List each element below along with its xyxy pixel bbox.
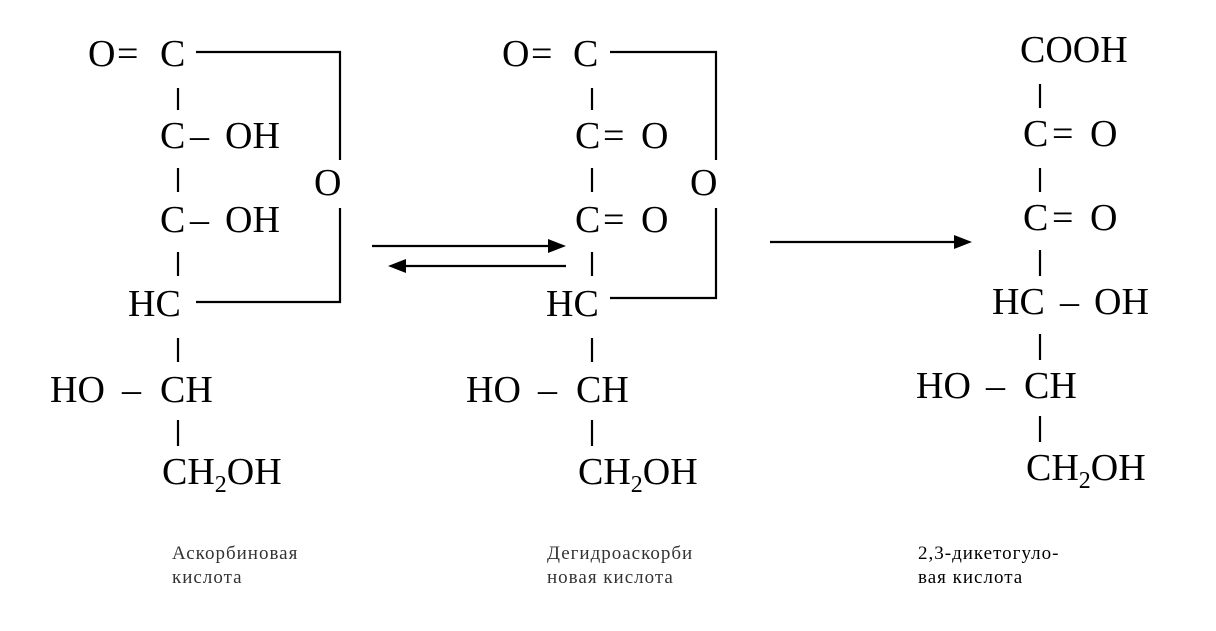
keto-oxygen: O [1090,197,1117,239]
carbon-3: C [575,199,600,241]
carbon-4-hc: HC [546,283,599,325]
hydroxyl-ho: HO [916,365,971,407]
hydroxyl-ho: HO [466,369,521,411]
bond-dash: – [537,369,558,411]
oh-label: OH [1091,447,1146,489]
caption-line-1: Аскорбиновая [172,543,299,564]
bond-dash: – [1059,281,1080,323]
ring-oxygen: O [690,162,717,204]
hydrolysis-arrow [770,235,972,249]
ch-label: CH [1026,447,1079,489]
hydroxyl-group: OH [225,199,280,241]
hydroxyl-group: OH [225,115,280,157]
ring-bond-bottom [196,208,342,304]
bond-dash: – [121,369,142,411]
caption-line-2: новая кислота [547,567,674,588]
carbon-4-hc: HC [992,281,1045,323]
carbon-6-ch2oh: CH2OH [578,451,698,498]
keto-oxygen: O [641,115,668,157]
carbon-5-ch: CH [576,369,629,411]
ring-bond-top [196,50,342,160]
diketogulonic-acid-structure: COOH C = O C = O HC – OH HO – CH CH2OH [916,29,1149,494]
double-bond: = [1052,113,1073,155]
double-bond: = [603,115,624,157]
double-bond: = [531,33,552,75]
carbon-5-ch: CH [1024,365,1077,407]
arrowhead [954,235,972,249]
carbon-2: C [1023,113,1048,155]
caption-line-2: кислота [172,567,243,588]
carbon-2: C [575,115,600,157]
hydroxyl-ho: HO [50,369,105,411]
equilibrium-arrows [372,239,566,273]
dehydroascorbic-acid-structure: O = C C = O C = O HC HO – CH CH2OH O [466,33,717,498]
subscript-2: 2 [215,472,227,498]
carbon-4-hc: HC [128,283,181,325]
subscript-2: 2 [1079,468,1091,494]
ring-oxygen: O [314,162,341,204]
keto-oxygen: O [641,199,668,241]
carbonyl-oxygen: O [502,33,529,75]
hydroxyl-group: OH [1094,281,1149,323]
double-bond: = [603,199,624,241]
reverse-arrowhead [388,259,406,273]
ch-label: CH [162,451,215,493]
carbon-6-ch2oh: CH2OH [1026,447,1146,494]
carbon-3: C [160,199,185,241]
caption-diketogulonic-acid: 2,3-дикетогуло- вая кислота [918,542,1059,590]
caption-dehydroascorbic-acid: Дегидроаскорби новая кислота [547,542,693,590]
subscript-2: 2 [631,472,643,498]
bond-dash: – [189,115,210,157]
carbon-2: C [160,115,185,157]
keto-oxygen: O [1090,113,1117,155]
ring-bond-bottom [610,208,718,300]
carbon-1: C [160,33,185,75]
carbonyl-oxygen: O [88,33,115,75]
ring-bond-top [610,50,718,160]
bond-dash: – [985,365,1006,407]
carbon-1: C [573,33,598,75]
caption-ascorbic-acid: Аскорбиновая кислота [172,542,298,590]
carbon-6-ch2oh: CH2OH [162,451,282,498]
double-bond: = [117,33,138,75]
caption-line-1: Дегидроаскорби [547,543,694,564]
carboxyl-group: COOH [1020,29,1128,71]
forward-arrowhead [548,239,566,253]
oh-label: OH [227,451,282,493]
double-bond: = [1052,197,1073,239]
carbon-5-ch: CH [160,369,213,411]
ch-label: CH [578,451,631,493]
oh-label: OH [643,451,698,493]
bond-dash: – [189,199,210,241]
carbon-3: C [1023,197,1048,239]
ascorbic-acid-structure: O = C C – OH C – OH HC HO – CH CH2OH O [50,33,341,498]
caption-line-2: вая кислота [918,567,1024,588]
caption-line-1: 2,3-дикетогуло- [918,543,1060,564]
